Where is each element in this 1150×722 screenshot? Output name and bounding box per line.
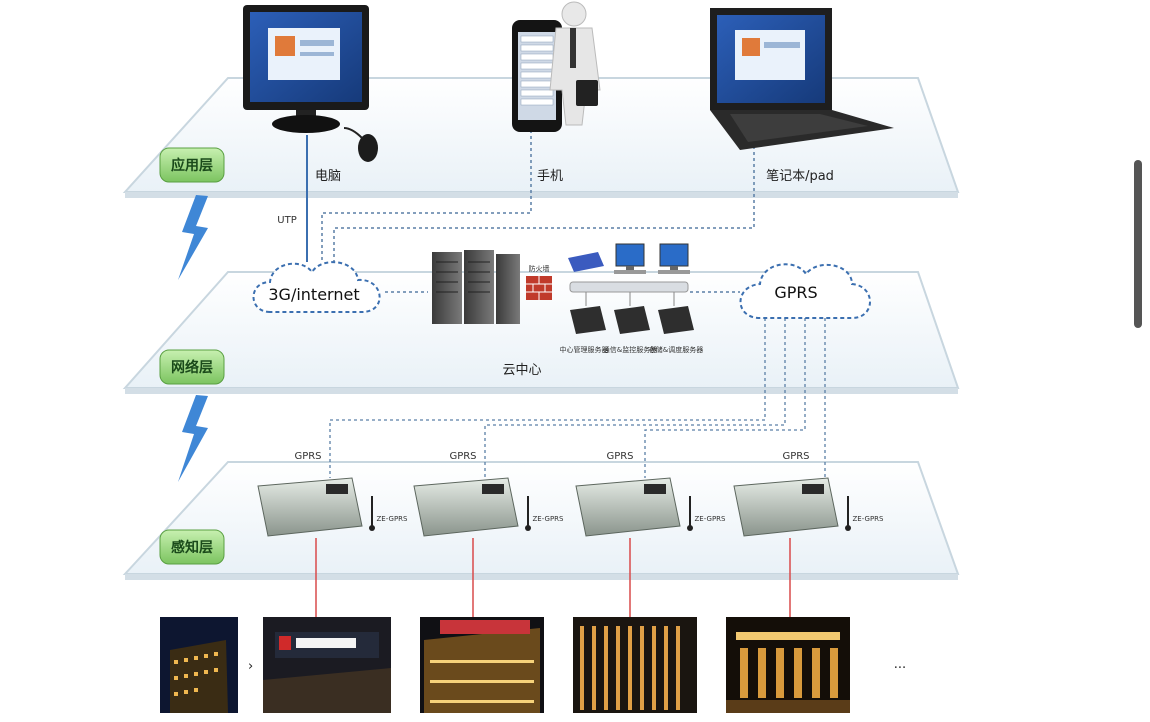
- internet-cloud-icon: [252, 261, 381, 313]
- server-label-storage: 存储&调度服务器: [649, 345, 703, 354]
- utp-label: UTP: [277, 215, 296, 226]
- server-rack-icon: [432, 250, 520, 324]
- building-photo-5: [726, 617, 850, 713]
- workstation-icon: [614, 243, 646, 274]
- building-photo-4: [573, 617, 697, 713]
- gprs-terminal-icon: [257, 477, 375, 537]
- gprs-label: GPRS: [449, 451, 476, 462]
- phone-link-line: [321, 130, 532, 262]
- firewall-label: 防火墙: [529, 264, 550, 273]
- server-icon: [658, 292, 694, 334]
- gprs-cloud-label: GPRS: [774, 283, 817, 302]
- person-icon: [549, 1, 601, 126]
- gprs-label: GPRS: [782, 451, 809, 462]
- server-icon: [570, 292, 606, 334]
- firewall-icon: [526, 276, 552, 300]
- lightning-icon: [178, 195, 208, 280]
- chevron-right-icon: ›: [248, 659, 253, 674]
- lightning-icon: [178, 395, 208, 482]
- network-layer-label: 网络层: [171, 359, 213, 376]
- application-layer-badge: 应用层: [159, 147, 225, 183]
- server-icon: [614, 292, 650, 334]
- gprs-terminal-icon: [575, 477, 693, 537]
- server-label-management: 中心管理服务器: [560, 345, 609, 354]
- network-layer-badge: 网络层: [159, 349, 225, 385]
- laptop-icon: [710, 8, 894, 150]
- network-bus: [569, 281, 689, 293]
- gprs-cloud-icon: [739, 263, 871, 319]
- switch-icon: [568, 252, 604, 272]
- gprs-terminal-icon: [733, 477, 851, 537]
- cloud-center-label: 云中心: [502, 363, 541, 378]
- phone-label: 手机: [537, 169, 563, 184]
- perception-layer-badge: 感知层: [159, 529, 225, 565]
- terminal-label: ZE-GPRS: [377, 515, 409, 523]
- more-ellipsis: ...: [894, 657, 906, 672]
- building-photo-3: [420, 617, 544, 713]
- laptop-label: 笔记本/pad: [766, 168, 834, 184]
- server-label-communication: 通信&监控服务器: [603, 345, 657, 354]
- desktop-computer-icon: [243, 5, 378, 162]
- vertical-scrollbar[interactable]: [1134, 160, 1142, 328]
- terminal-label: ZE-GPRS: [533, 515, 565, 523]
- internet-label: 3G/internet: [268, 285, 359, 304]
- gprs-terminal-icon: [413, 477, 531, 537]
- building-photo-2: [263, 617, 391, 713]
- computer-label: 电脑: [315, 169, 341, 184]
- application-layer-label: 应用层: [171, 157, 213, 174]
- gprs-label: GPRS: [294, 451, 321, 462]
- workstation-icon: [658, 243, 690, 274]
- mobile-phone-icon: [512, 20, 562, 132]
- laptop-link-line: [333, 140, 755, 262]
- building-links: [315, 538, 791, 618]
- terminal-label: ZE-GPRS: [695, 515, 727, 523]
- gprs-label: GPRS: [606, 451, 633, 462]
- building-photo-1: [160, 617, 238, 713]
- terminal-label: ZE-GPRS: [853, 515, 885, 523]
- perception-layer-label: 感知层: [171, 539, 213, 556]
